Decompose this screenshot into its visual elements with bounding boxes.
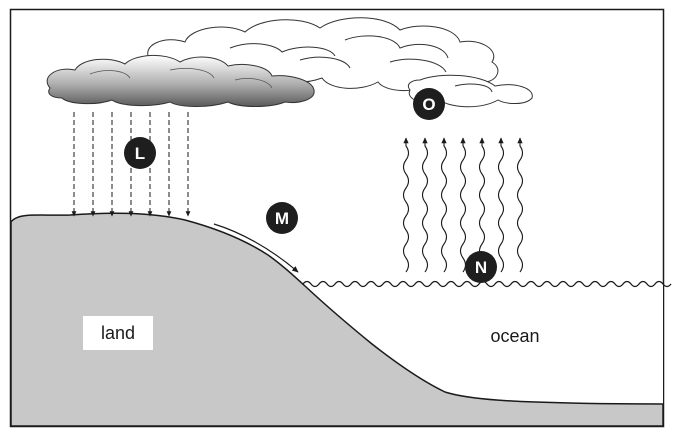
land-label-box [83,316,153,350]
land-mass [10,212,664,427]
marker-N: N [465,251,497,283]
evaporation-arrow [402,137,410,273]
svg-text:L: L [135,144,145,163]
evaporation-arrow [421,137,429,273]
svg-text:M: M [275,209,289,228]
evaporation-arrow [478,137,486,273]
evaporation-arrows [402,137,524,273]
evaporation-arrow [459,137,467,273]
rain-cloud [46,55,315,107]
svg-text:O: O [422,95,435,114]
ocean-label: ocean [490,326,539,346]
marker-L: L [124,137,156,169]
land-label: land [101,323,135,343]
marker-O: O [413,88,445,120]
evaporation-arrow [516,137,524,273]
marker-M: M [266,202,298,234]
evaporation-arrow [440,137,448,273]
evaporation-arrow [497,137,505,273]
svg-text:N: N [475,258,487,277]
runoff-arrow [213,223,299,273]
ocean-surface [302,280,672,288]
